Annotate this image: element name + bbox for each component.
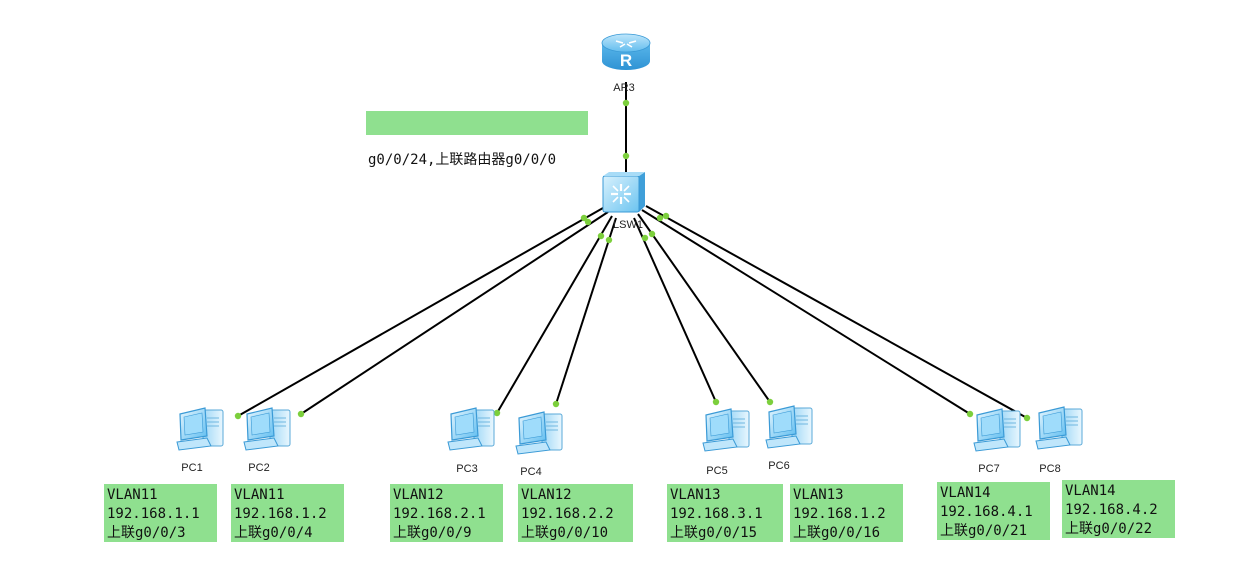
pc-note-ip: 192.168.3.1 [670,506,763,522]
port-dots-layer [234,99,1031,422]
link-switch-pc3 [496,215,613,414]
port-dot [1023,414,1031,422]
port-dot [966,410,974,418]
pc-note-ip: 192.168.2.2 [521,506,614,522]
pc-note-port: 上联g0/0/15 [670,525,758,541]
link-switch-pc8 [645,205,1028,419]
port-dot [766,398,774,406]
port-dot [552,400,560,408]
pc-note-vlan: VLAN11 [107,487,158,503]
pc-note-vlan: VLAN13 [670,487,721,503]
pc-icon-6[interactable] [765,405,813,449]
link-switch-pc5 [633,217,717,403]
pc-note-3: VLAN12 192.168.2.1 上联g0/0/9 [390,484,503,542]
pc-note-ip: 192.168.1.2 [793,506,886,522]
pc-note-8: VLAN14 192.168.4.2 上联g0/0/22 [1062,480,1175,538]
port-dot [622,152,630,160]
port-dot [597,232,605,240]
router-label: AR3 [613,82,635,94]
port-dot [622,99,630,107]
pc-note-port: 上联g0/0/21 [940,523,1028,539]
pc-icon-7[interactable] [973,408,1021,452]
uplink-note: g0/0/24,上联路由器g0/0/0 [366,111,588,168]
port-dot [605,236,613,244]
pc-label-7: PC7 [978,463,1000,475]
pc-note-4: VLAN12 192.168.2.2 上联g0/0/10 [518,484,633,542]
port-dot [580,214,588,222]
port-dot [648,230,656,238]
pc-layer [176,405,1083,455]
pc-note-vlan: VLAN11 [234,487,285,503]
pc-note-vlan: VLAN12 [393,487,444,503]
port-dot [234,412,242,420]
pc-note-port: 上联g0/0/16 [793,525,881,541]
pc-label-5: PC5 [706,465,728,477]
pc-icon-5[interactable] [702,408,750,452]
pc-icon-3[interactable] [447,407,495,451]
pc-note-2: VLAN11 192.168.1.2 上联g0/0/4 [231,484,344,542]
pc-label-2: PC2 [248,462,270,474]
pc-note-vlan: VLAN14 [1065,483,1116,499]
port-dot [493,409,501,417]
switch-label: LSW1 [613,219,643,231]
pc-note-port: 上联g0/0/4 [234,525,313,541]
port-dot [662,212,670,220]
pc-note-5: VLAN13 192.168.3.1 上联g0/0/15 [667,484,783,542]
pc-note-vlan: VLAN14 [940,485,991,501]
router-icon[interactable]: R [601,33,651,70]
link-switch-pc7 [641,209,971,415]
pc-label-4: PC4 [520,466,542,478]
pc-label-3: PC3 [456,463,478,475]
port-dot [656,214,664,222]
router-glyph: R [620,51,632,70]
pc-note-port: 上联g0/0/10 [521,525,609,541]
pc-note-ip: 192.168.1.2 [234,506,327,522]
pc-note-ip: 192.168.2.1 [393,506,486,522]
link-switch-pc6 [637,213,771,403]
pc-icon-4[interactable] [515,411,563,455]
pc-note-ip: 192.168.4.1 [940,504,1033,520]
pc-note-1: VLAN11 192.168.1.1 上联g0/0/3 [104,484,217,542]
pc-icon-8[interactable] [1035,406,1083,450]
switch-icon[interactable] [602,172,645,213]
pc-label-6: PC6 [768,460,790,472]
port-dot [641,234,649,242]
pc-note-port: 上联g0/0/3 [107,525,186,541]
pc-note-ip: 192.168.4.2 [1065,502,1158,518]
link-switch-pc4 [555,217,617,405]
links-layer [237,82,1028,419]
pc-note-port: 上联g0/0/9 [393,525,472,541]
pc-note-vlan: VLAN12 [521,487,572,503]
uplink-note-text: g0/0/24,上联路由器g0/0/0 [368,152,557,168]
port-dot [712,398,720,406]
pc-note-vlan: VLAN13 [793,487,844,503]
pc-note-6: VLAN13 192.168.1.2 上联g0/0/16 [790,484,903,542]
pc-label-1: PC1 [181,462,203,474]
link-switch-pc2 [300,211,609,415]
pc-icon-2[interactable] [243,407,291,451]
port-dot [297,410,305,418]
link-switch-pc1 [237,207,604,417]
pc-icon-1[interactable] [176,407,224,451]
pc-note-ip: 192.168.1.1 [107,506,200,522]
pc-note-port: 上联g0/0/22 [1065,521,1153,537]
port-dot [584,218,592,226]
pc-label-8: PC8 [1039,463,1061,475]
pc-note-7: VLAN14 192.168.4.1 上联g0/0/21 [937,482,1050,540]
